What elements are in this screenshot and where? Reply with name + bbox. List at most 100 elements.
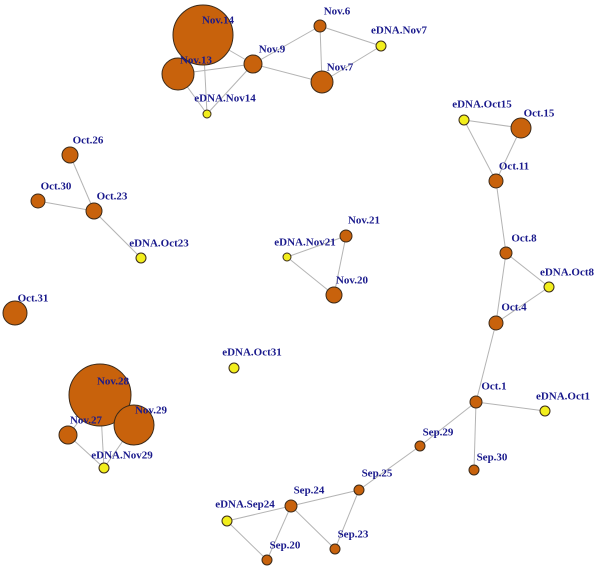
node-label-edna-oct31: eDNA.Oct31 [222,347,282,359]
node-label-sep-29: Sep.29 [423,427,454,439]
node-label-edna-oct1: eDNA.Oct1 [536,391,590,403]
node-sep-25 [353,484,365,496]
node-label-edna-oct15: eDNA.Oct15 [452,99,512,111]
edge-nov-6-edna-nov7 [319,25,382,47]
node-sep-20 [261,554,273,566]
node-edna-oct1 [539,405,551,417]
edge-sep-25-sep-24 [290,489,360,507]
edge-oct-30-oct-23 [37,200,95,212]
edge-oct-1-edna-oct1 [475,401,546,412]
node-sep-29 [414,440,426,452]
edge-edna-nov21-nov-20 [286,256,335,296]
node-nov-6 [313,19,327,33]
node-label-sep-30: Sep.30 [477,452,508,464]
edge-oct-4-edna-oct8 [495,286,550,324]
edge-sep-24-sep-20 [266,505,292,561]
node-label-edna-nov14: eDNA.Nov14 [194,93,256,105]
node-label-nov-14: Nov.14 [202,15,235,27]
node-label-nov-20: Nov.20 [336,275,369,287]
node-edna-nov29 [98,462,110,474]
node-label-oct-26: Oct.26 [73,135,104,147]
node-label-sep-24: Sep.24 [294,485,325,497]
edge-edna-nov14-nov-9 [206,63,254,115]
node-nov-13 [161,57,195,91]
edge-edna-oct15-oct-11 [463,119,497,182]
node-label-oct-30: Oct.30 [41,181,72,193]
node-oct-15 [510,117,532,139]
node-edna-oct23 [135,252,147,264]
edge-sep-29-sep-25 [358,445,421,491]
node-label-nov-21: Nov.21 [348,215,380,227]
node-label-oct-11: Oct.11 [499,161,529,173]
node-nov-9 [243,54,263,74]
node-edna-oct8 [543,281,555,293]
edge-nov-7-edna-nov7 [321,45,382,83]
edge-nov-9-nov-6 [252,25,321,65]
node-nov-27 [58,425,78,445]
node-sep-23 [329,543,341,555]
node-label-sep-20: Sep.20 [270,540,301,552]
node-sep-24 [284,499,298,513]
edge-edna-sep24-sep-20 [226,520,268,561]
node-label-oct-31: Oct.31 [18,293,49,305]
node-oct-8 [499,246,513,260]
node-nov-28 [68,363,132,427]
edge-oct-8-edna-oct8 [505,252,550,288]
node-label-edna-sep24: eDNA.Sep24 [215,499,275,511]
edge-sep-24-edna-sep24 [226,505,292,522]
edge-oct-26-oct-23 [69,154,95,212]
node-oct-30 [30,193,46,209]
node-nov-29 [113,404,155,446]
node-label-nov-29: Nov.29 [135,405,168,417]
node-label-edna-oct8: eDNA.Oct8 [540,267,595,279]
node-label-edna-nov21: eDNA.Nov21 [274,237,335,249]
node-nov-20 [325,286,343,304]
node-label-edna-nov29: eDNA.Nov29 [91,450,153,462]
edge-nov-9-nov-7 [252,63,323,83]
node-label-edna-nov7: eDNA.Nov7 [371,25,427,37]
node-label-oct-8: Oct.8 [511,233,537,245]
node-edna-nov21 [282,252,292,262]
node-label-nov-27: Nov.27 [70,415,103,427]
node-edna-nov14 [202,109,212,119]
node-label-nov-13: Nov.13 [180,55,213,67]
nodes-layer [2,4,555,566]
node-oct-4 [488,315,504,331]
edge-oct-1-sep-30 [473,401,477,471]
node-oct-1 [469,395,483,409]
edge-oct-23-edna-oct23 [93,210,142,259]
node-label-nov-6: Nov.6 [324,6,351,18]
node-nov-21 [339,229,353,243]
edge-nov-21-nov-20 [333,235,347,296]
edge-oct-1-sep-29 [419,401,477,447]
edge-edna-nov21-nov-21 [286,235,347,258]
node-nov-7 [310,70,334,94]
node-edna-sep24 [221,515,233,527]
node-oct-11 [488,173,504,189]
node-oct-23 [85,202,103,220]
node-label-sep-23: Sep.23 [338,529,369,541]
node-edna-oct31 [228,362,240,374]
node-sep-30 [468,464,480,476]
node-edna-oct15 [458,114,470,126]
edge-sep-25-sep-23 [334,489,360,550]
node-edna-nov7 [375,40,387,52]
node-label-nov-7: Nov.7 [327,62,354,74]
edge-sep-24-sep-23 [290,505,336,550]
node-label-oct-1: Oct.1 [481,381,506,393]
node-label-oct-23: Oct.23 [97,191,128,203]
node-oct-26 [61,146,79,164]
node-label-nov-9: Nov.9 [259,44,286,56]
node-nov-14 [172,4,234,66]
node-label-nov-28: Nov.28 [97,376,130,388]
node-label-sep-25: Sep.25 [362,468,393,480]
edge-oct-11-oct-8 [495,180,507,254]
node-oct-31 [2,300,28,326]
node-label-oct-15: Oct.15 [524,108,555,120]
node-label-edna-oct23: eDNA.Oct23 [129,238,189,250]
node-label-oct-4: Oct.4 [501,302,527,314]
edge-oct-8-oct-4 [495,252,507,324]
